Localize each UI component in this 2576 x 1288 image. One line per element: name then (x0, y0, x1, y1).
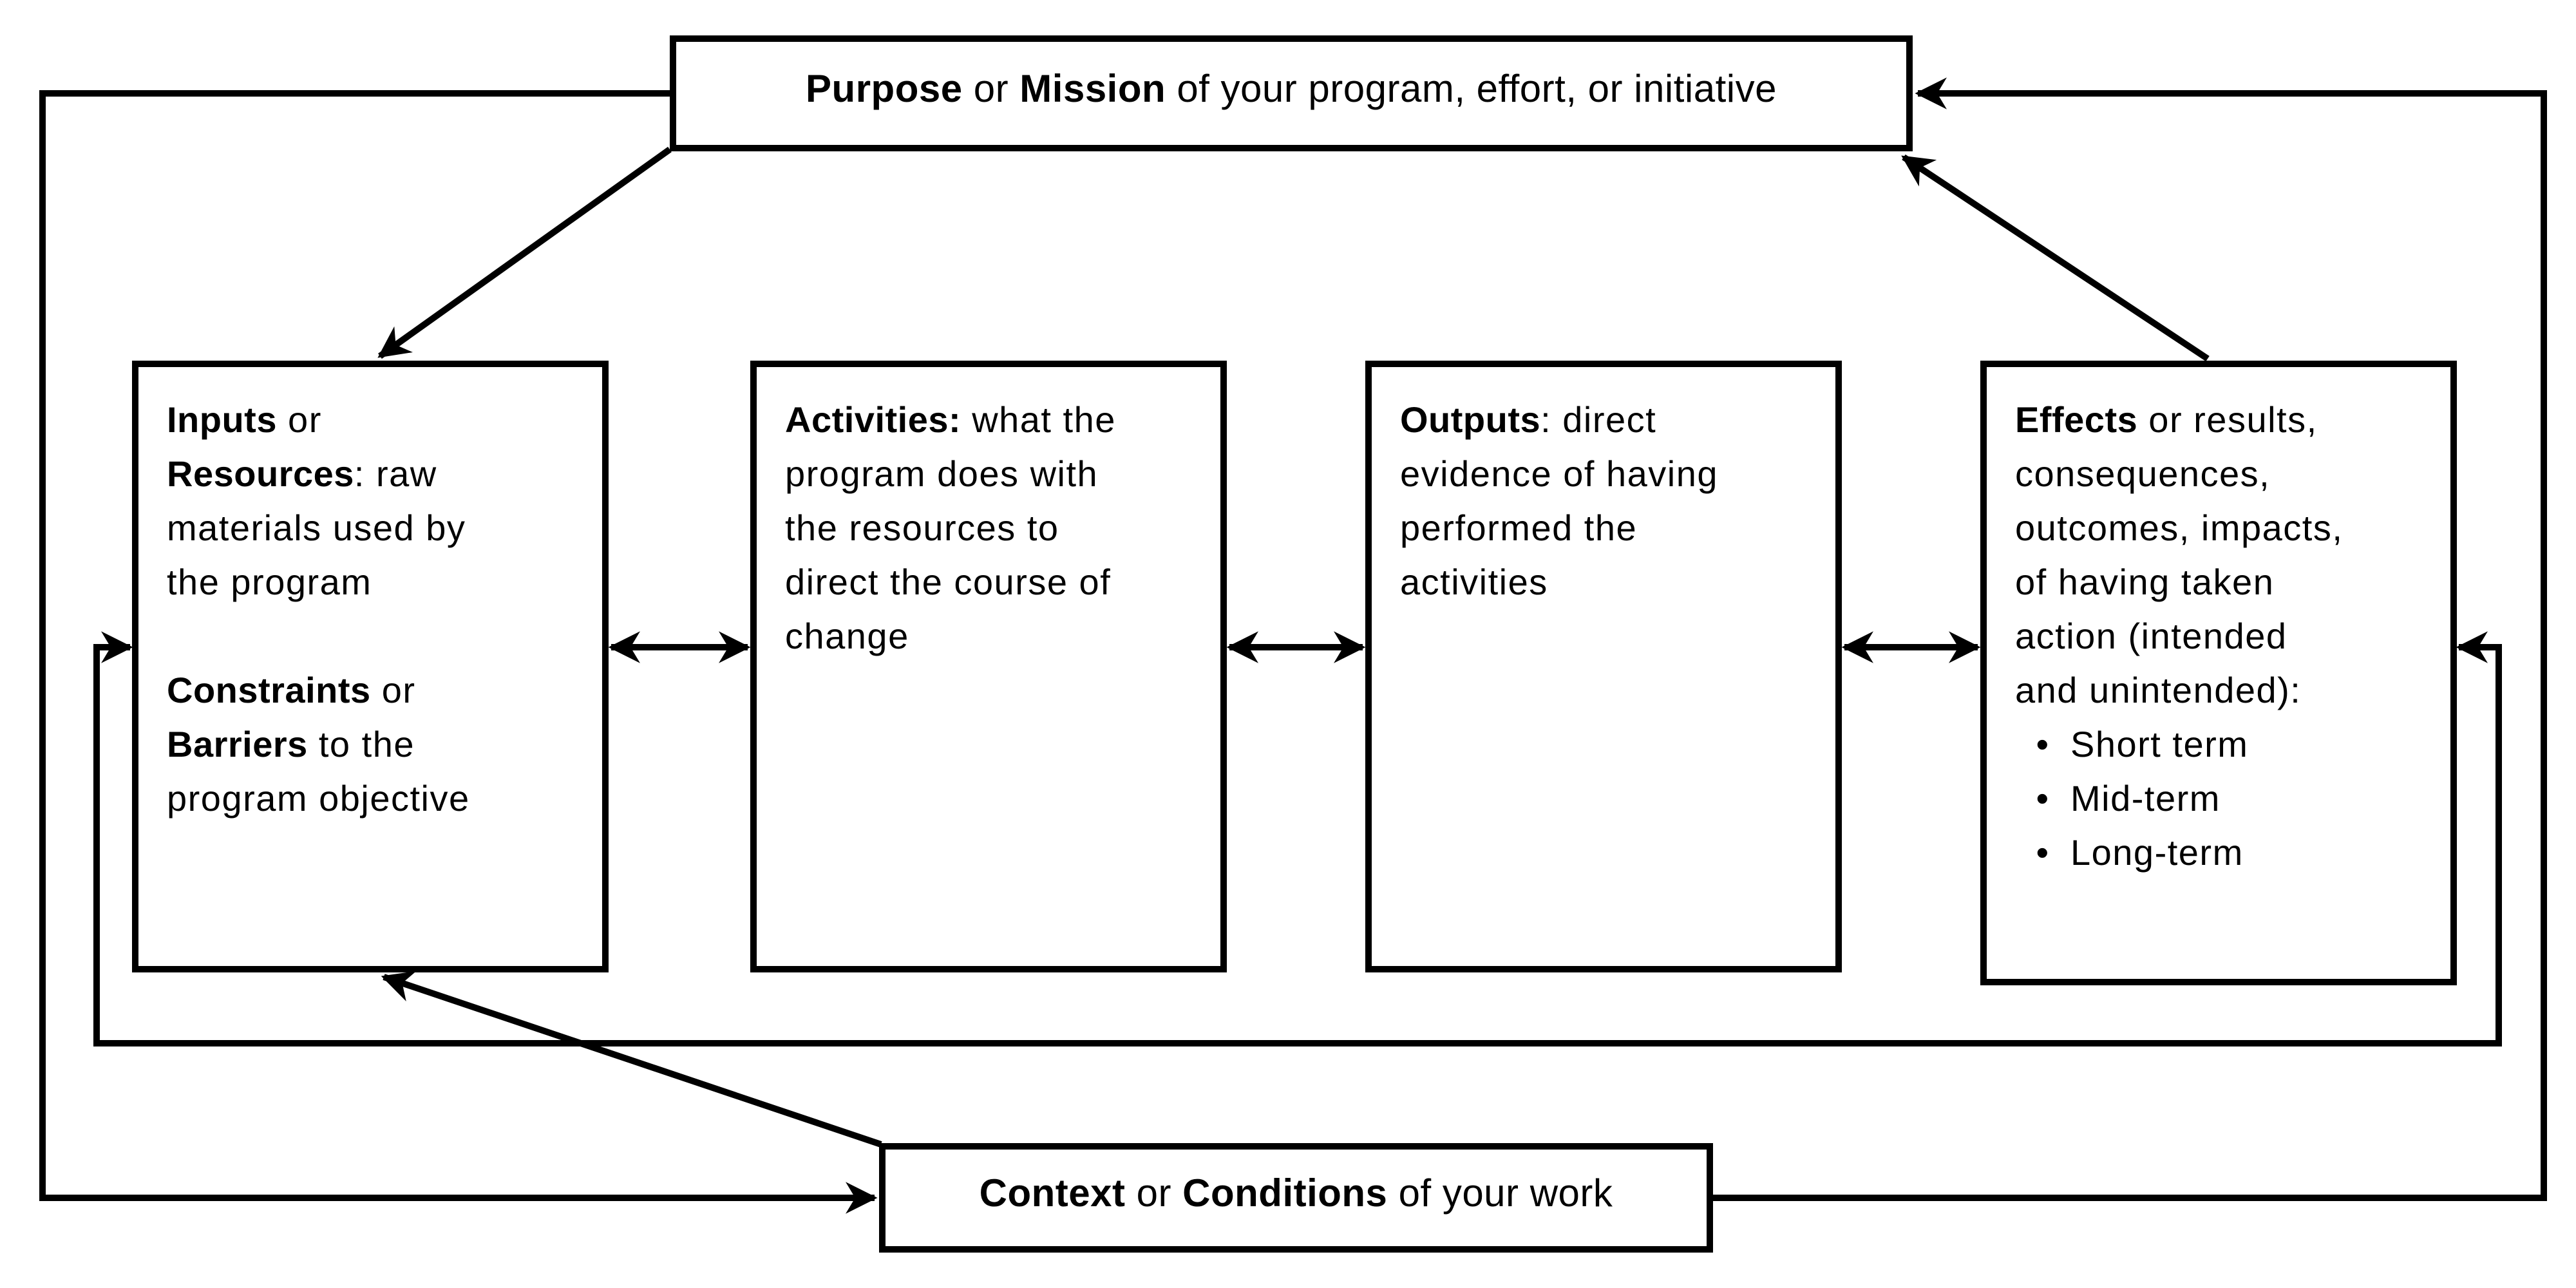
bullet-glyph: • (2036, 724, 2050, 764)
text-line: Effects or results, (2015, 399, 2318, 440)
outputs-box: Outputs: direct evidence of having perform… (1365, 361, 1842, 972)
inputs-box: Inputs or Resources: raw materials used by… (132, 361, 609, 972)
text-line: change (785, 616, 909, 656)
text-line (167, 609, 575, 663)
arrow-purpose-to-inputs (377, 146, 672, 359)
text-line: action (intended (2015, 616, 2287, 656)
arrow-context-to-purpose-loop (1713, 77, 2547, 1201)
bullet-glyph: • (2036, 832, 2050, 873)
text-line: the program (167, 562, 372, 602)
bullet-item: •Short term (2015, 717, 2423, 772)
text-line: outcomes, impacts, (2015, 507, 2344, 548)
activities-box: Activities: what the program does with the… (750, 361, 1227, 972)
text-line: performed the (1400, 507, 1638, 548)
text-line: Resources: raw (167, 453, 437, 494)
arrow-purpose-to-context-loop (39, 90, 878, 1214)
text-line: program does with (785, 453, 1099, 494)
text-line: materials used by (167, 507, 466, 548)
text-line: of having taken (2015, 562, 2275, 602)
text-line: Constraints or (167, 670, 416, 710)
arrow-context-to-inputs (381, 971, 882, 1148)
text-line: and unintended): (2015, 670, 2302, 710)
text-line: Barriers to the (167, 724, 415, 764)
effects-bullet-list: •Short term•Mid-term•Long-term (2015, 717, 2423, 880)
text-line: Context or Conditions of your work (979, 1171, 1613, 1215)
text-line: the resources to (785, 507, 1059, 548)
text-line: Activities: what the (785, 399, 1116, 440)
bullet-item: •Long-term (2015, 826, 2423, 880)
effects-text: Effects or results, consequences, outcomes… (2015, 393, 2423, 717)
arrow-effects-inputs-feedback-loop (93, 631, 2502, 1046)
arrow-effects-to-purpose (1901, 154, 2210, 362)
text-line: direct the course of (785, 562, 1112, 602)
text-line: evidence of having (1400, 453, 1719, 494)
bullet-item: •Mid-term (2015, 772, 2423, 826)
text-line: Purpose or Mission of your program, effo… (806, 67, 1777, 110)
text-line: program objective (167, 778, 470, 819)
context-box: Context or Conditions of your work (879, 1143, 1713, 1253)
text-line: consequences, (2015, 453, 2271, 494)
effects-box: Effects or results, consequences, outcomes… (1980, 361, 2457, 985)
text-line: Inputs or (167, 399, 322, 440)
bullet-glyph: • (2036, 778, 2050, 819)
text-line: activities (1400, 562, 1548, 602)
text-line: Outputs: direct (1400, 399, 1657, 440)
purpose-box: Purpose or Mission of your program, effo… (670, 35, 1913, 151)
